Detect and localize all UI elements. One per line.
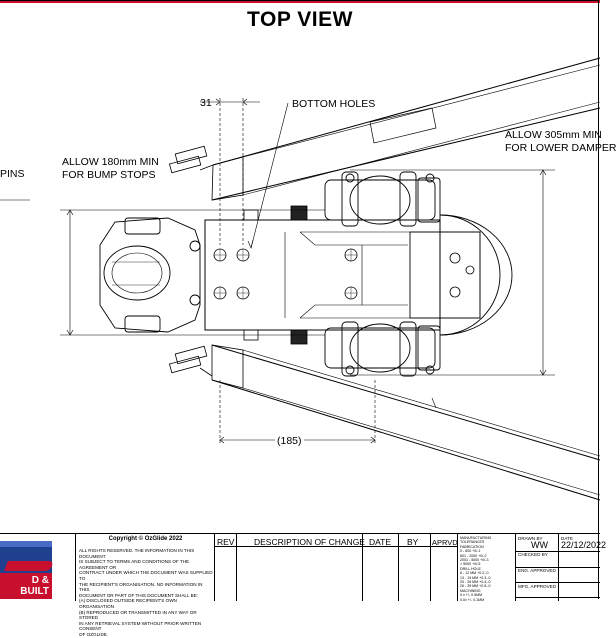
damper-note-line2: FOR LOWER DAMPER xyxy=(505,142,616,154)
title-block-header-rule xyxy=(214,546,457,547)
upper-damper-assembly xyxy=(324,171,441,227)
damper-note-line1: ALLOW 305mm MIN xyxy=(505,129,602,141)
title-block xyxy=(0,533,600,601)
title-block-divider xyxy=(398,534,399,601)
cable-fittings xyxy=(168,145,214,377)
title-block-rule xyxy=(515,582,600,583)
pins-label: PINS xyxy=(0,168,25,180)
view-title: TOP VIEW xyxy=(247,8,353,31)
copyright-text: Copyright © OzGlide 2022 xyxy=(108,536,183,542)
dimension-185: (185) xyxy=(275,435,304,447)
title-block-rule xyxy=(515,567,600,568)
plate-bolts xyxy=(243,205,308,345)
logo-swoosh xyxy=(4,561,54,571)
title-block-rule xyxy=(515,597,600,598)
date-header: DATE xyxy=(369,537,392,547)
aprvd-header: APRVD xyxy=(432,538,458,547)
by-header: BY xyxy=(407,537,419,547)
title-block-divider xyxy=(236,534,237,601)
coupling-head xyxy=(99,217,201,333)
bottom-holes xyxy=(213,248,475,300)
dimension-31: 31 xyxy=(200,97,212,109)
brand-tagline: D & BUILT xyxy=(0,573,52,599)
top-view-drawing xyxy=(0,57,601,501)
mfg-approved-label: MFG. APPROVED xyxy=(518,584,557,589)
date-label: DATE xyxy=(561,536,573,541)
sheet-top-accent xyxy=(0,0,600,3)
checked-by-label: CHECKED BY xyxy=(518,552,548,557)
eng-approved-label: ENG. APPROVED xyxy=(518,568,556,573)
turntable-disc xyxy=(409,214,513,336)
bump-stops-note-line2: FOR BUMP STOPS xyxy=(62,169,156,181)
lower-damper-assembly xyxy=(324,321,441,377)
bottom-holes-label: BOTTOM HOLES xyxy=(292,98,376,110)
mounting-plate xyxy=(204,219,441,331)
dimension-lines xyxy=(0,98,555,445)
title-block-divider xyxy=(75,534,76,601)
title-block-rule xyxy=(515,551,600,552)
logo-stripe xyxy=(0,541,52,547)
legal-notice: ALL RIGHTS RESERVED. THE INFORMATION IN … xyxy=(79,548,213,637)
date-value: 22/12/2022 xyxy=(561,540,607,550)
description-header: DESCRIPTION OF CHANGE xyxy=(254,537,365,547)
drawn-by-value: WW xyxy=(531,540,548,550)
rev-header: REV xyxy=(217,537,235,547)
drawn-by-label: DRAWN BY xyxy=(518,536,543,541)
title-block-divider xyxy=(457,534,458,601)
bump-stops-note-line1: ALLOW 180mm MIN xyxy=(62,156,159,168)
manufacturing-tolerances: MANUFACTURING TOLERANCES FABRICATION 0 -… xyxy=(460,536,492,602)
title-block-divider xyxy=(430,534,431,601)
sheet-border xyxy=(0,0,599,599)
lower-drawbar xyxy=(211,344,601,501)
title-block-divider xyxy=(214,534,215,601)
title-block-divider xyxy=(362,534,363,601)
upper-drawbar xyxy=(211,57,601,201)
